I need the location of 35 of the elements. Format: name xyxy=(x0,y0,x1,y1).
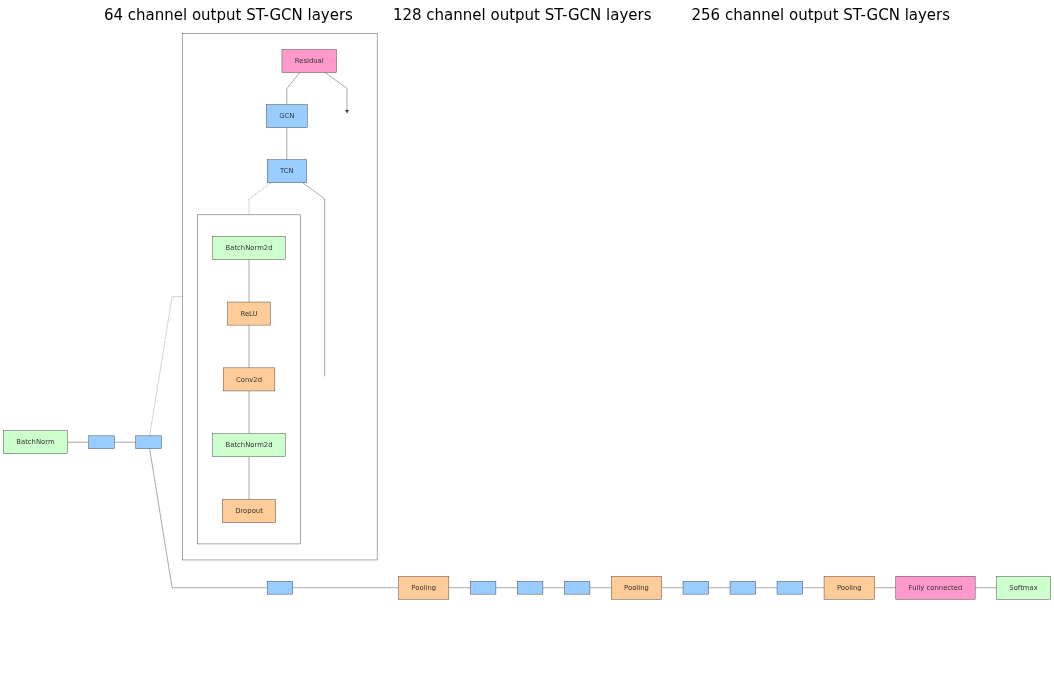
layer-block xyxy=(729,581,756,595)
layer-block xyxy=(470,581,497,595)
connector-line xyxy=(149,448,268,588)
connector-line xyxy=(542,587,565,588)
connector-line xyxy=(248,259,250,303)
layer-block xyxy=(682,581,709,595)
connector-line xyxy=(495,587,518,588)
layer-group-label: 256 channel output ST-GCN layers xyxy=(691,6,951,24)
layer-block xyxy=(564,581,591,595)
connector-line xyxy=(248,390,250,434)
layer-block xyxy=(266,581,293,595)
layer-block xyxy=(88,435,115,449)
layer-group-label: 64 channel output ST-GCN layers xyxy=(103,6,353,24)
connector-line xyxy=(114,442,136,443)
connector-line xyxy=(248,324,250,369)
connector-line xyxy=(755,587,778,588)
connector-line xyxy=(589,587,612,588)
layer-block xyxy=(135,435,162,449)
connector-line xyxy=(286,127,288,160)
connector-line xyxy=(67,442,89,443)
connector-line xyxy=(248,456,250,500)
connector-line xyxy=(149,296,183,437)
connector-line xyxy=(661,587,684,588)
layer-block xyxy=(776,581,803,595)
connector-line xyxy=(448,587,471,588)
connector-line xyxy=(292,587,399,588)
connector-line xyxy=(974,587,997,588)
connector-line xyxy=(802,587,825,588)
connector-line xyxy=(874,587,896,588)
connector-line xyxy=(248,182,272,216)
connector-line xyxy=(708,587,731,588)
layer-group-label: 128 channel output ST-GCN layers xyxy=(392,6,652,24)
connector-line xyxy=(302,182,325,377)
connector-line xyxy=(286,72,301,105)
layer-block xyxy=(517,581,544,595)
